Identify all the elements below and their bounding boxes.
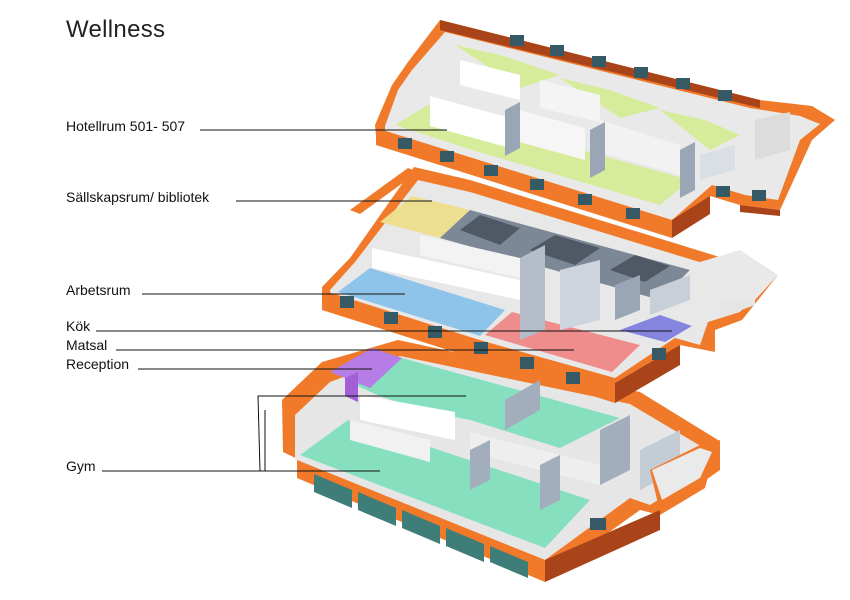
top-interior-wall-4 <box>460 60 520 100</box>
ground-interior-wall-3 <box>470 432 600 485</box>
second-window-5 <box>520 357 534 369</box>
gym-window-5 <box>490 546 528 578</box>
gym-window-3 <box>402 510 440 544</box>
lounge-dark-rooms-shade-3 <box>610 255 670 282</box>
top-back-window-2 <box>550 45 564 56</box>
ground-interior-wall-8 <box>540 455 560 510</box>
ground-small-window <box>590 518 606 530</box>
second-window-2 <box>384 312 398 324</box>
gym-window-1 <box>314 474 352 508</box>
label-gym: Gym <box>66 458 96 474</box>
label-lounge-library: Sällskapsrum/ bibliotek <box>66 189 210 205</box>
ground-right-wing-floor <box>652 448 712 500</box>
label-hotel-rooms: Hotellrum 501- 507 <box>66 118 186 134</box>
second-window-6 <box>566 372 580 384</box>
top-front-wall-right <box>672 196 710 238</box>
page-title: Wellness <box>66 16 166 43</box>
top-front-window-7 <box>716 186 730 197</box>
kitchen-floor <box>620 315 692 342</box>
gym-window-2 <box>358 492 396 526</box>
reception-lobby-floor <box>355 358 620 448</box>
ground-interior-wall-2 <box>360 395 455 440</box>
hotel-floor-5 <box>560 78 660 118</box>
second-floor <box>322 167 778 403</box>
work-room-floor <box>338 268 505 336</box>
top-interior-wall-7 <box>590 122 605 178</box>
top-front-window-8 <box>752 190 766 201</box>
lounge-dark-rooms-shade <box>460 215 520 245</box>
top-interior-wall-5 <box>540 80 600 122</box>
label-reception: Reception <box>66 356 130 372</box>
label-kitchen: Kök <box>66 318 91 334</box>
second-window-7 <box>652 348 666 360</box>
top-interior-wall-3 <box>600 120 680 175</box>
gym-front-wall-right <box>545 510 660 582</box>
top-interior-wall-8 <box>680 142 695 198</box>
top-interior-wall-1 <box>430 96 510 148</box>
second-interior-wall-2 <box>420 235 520 278</box>
top-front-window-4 <box>530 179 544 190</box>
top-right-wing-wall <box>740 205 780 216</box>
top-back-window-4 <box>634 67 648 78</box>
second-interior-wall-5 <box>615 275 640 320</box>
gym-floor <box>300 420 590 548</box>
second-window-3 <box>428 326 442 338</box>
top-interior-wall-2 <box>512 108 585 160</box>
top-back-window-6 <box>718 90 732 101</box>
ground-interior-wall-1 <box>350 420 430 462</box>
top-floor <box>375 20 835 238</box>
gym-window-4 <box>446 528 484 562</box>
top-front-window-3 <box>484 165 498 176</box>
ground-interior-wall-4 <box>505 380 540 430</box>
top-interior-wall-10 <box>755 112 790 160</box>
top-front-window-1 <box>398 138 412 149</box>
lounge-floor <box>380 196 470 238</box>
label-work-room: Arbetsrum <box>66 282 131 298</box>
hotel-floor-6 <box>660 110 740 150</box>
reception-purple-wall <box>345 372 358 402</box>
lounge-dark-rooms-shade-2 <box>530 235 600 265</box>
ground-interior-wall-7 <box>470 440 490 490</box>
top-back-window-1 <box>510 35 524 46</box>
second-interior-wall-3 <box>520 245 545 340</box>
top-front-window-5 <box>578 194 592 205</box>
top-interior-wall-6 <box>505 102 520 156</box>
second-right-wing <box>690 250 778 300</box>
top-back-window-3 <box>592 56 606 67</box>
leader-lines <box>96 129 672 472</box>
top-front-window-6 <box>626 208 640 219</box>
second-interior-wall-6 <box>650 275 690 315</box>
second-interior-wall-1 <box>372 248 520 300</box>
second-window-4 <box>474 342 488 354</box>
second-interior-wall-4 <box>560 260 600 330</box>
second-window-1 <box>340 296 354 308</box>
top-interior-wall-9 <box>700 145 735 180</box>
top-back-window-5 <box>676 78 690 89</box>
top-front-window-2 <box>440 151 454 162</box>
leader-gym-bracket <box>257 395 466 472</box>
second-back-wall <box>350 168 418 214</box>
hotel-floor-4 <box>455 45 560 88</box>
ground-interior-wall-5 <box>600 415 630 485</box>
label-dining: Matsal <box>66 337 108 353</box>
